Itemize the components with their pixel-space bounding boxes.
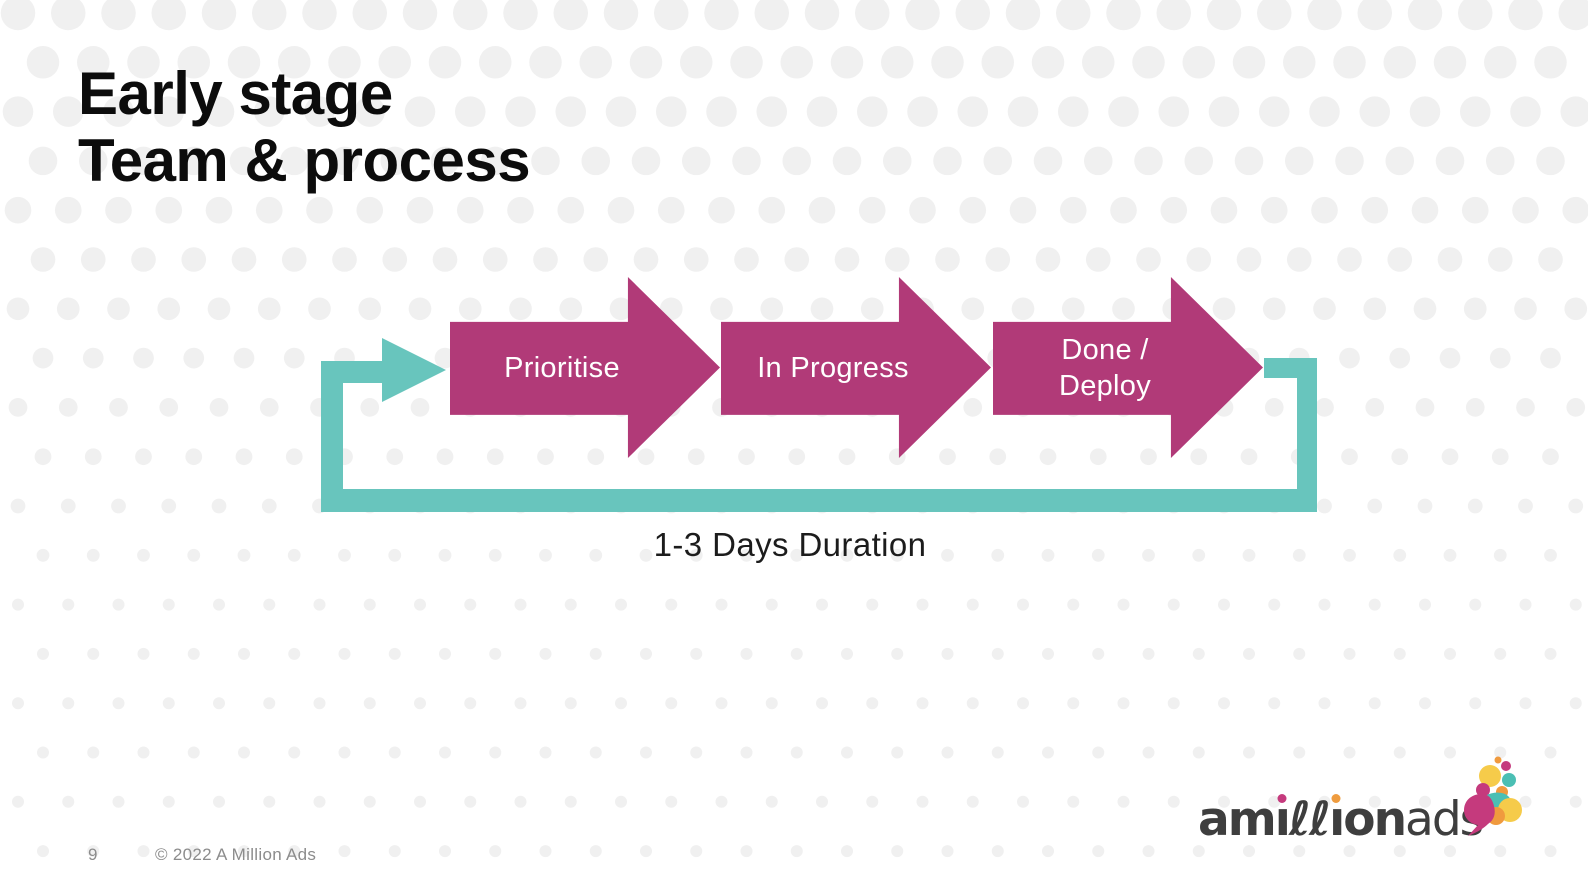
logo-seg: ı (1329, 792, 1345, 847)
page-number: 9 (88, 845, 98, 864)
loop-bottom-bar (321, 489, 1317, 512)
loop-right-vertical-bar (1297, 358, 1317, 512)
loop-start-arrowhead-icon (382, 338, 446, 402)
copyright-text: © 2022 A Million Ads (155, 845, 317, 864)
logo-i-dot-orange-icon (1331, 794, 1341, 803)
logo-i-2: ı (1329, 794, 1345, 843)
title-line-1: Early stage (78, 60, 393, 127)
logo-seg: ı (1274, 792, 1291, 847)
loop-left-vertical-bar (321, 361, 343, 512)
logo-seg: ℓℓ (1288, 792, 1331, 847)
logo-bubble-cluster (1464, 792, 1522, 836)
duration-label: 1-3 Days Duration (653, 526, 927, 563)
logo-i-dot-pink-icon (1277, 794, 1287, 803)
slide-title: Early stage Team & process (78, 60, 531, 194)
logo-seg: am (1198, 792, 1277, 847)
logo-seg: on (1343, 792, 1407, 847)
logo-i-1: ı (1275, 794, 1291, 843)
step-label-prioritise: Prioritise (504, 351, 620, 384)
step-label-in-progress: In Progress (757, 351, 909, 384)
logo-mark-icon (1464, 756, 1522, 836)
loop-start-arrow-stem (343, 361, 382, 383)
title-line-2: Team & process (78, 127, 531, 194)
step-label-done-deploy: Done / Deploy (1058, 333, 1152, 402)
loop-right-stub (1264, 358, 1297, 378)
